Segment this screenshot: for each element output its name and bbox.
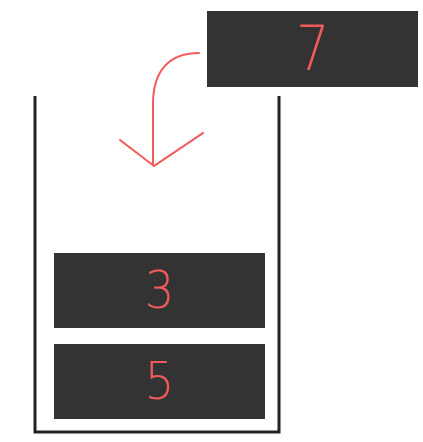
stack-container-outline (33, 96, 281, 434)
stack-item-label: 3 (144, 260, 175, 321)
stack-item-label: 5 (144, 351, 175, 412)
incoming-block: 7 (207, 11, 418, 87)
stack-item: 5 (54, 344, 265, 419)
arrow-shaft (152, 52, 200, 165)
arrow-head (119, 132, 204, 167)
stack-item: 3 (54, 253, 265, 328)
incoming-block-label: 7 (295, 12, 330, 85)
curved-down-arrow-icon (119, 52, 204, 167)
